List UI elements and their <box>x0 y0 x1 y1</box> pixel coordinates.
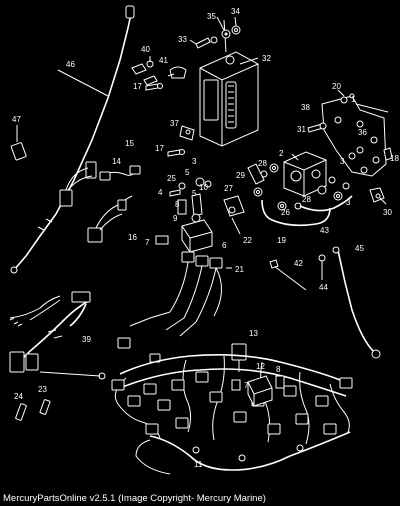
callout-46: 46 <box>66 60 75 69</box>
part-2-solenoid <box>283 151 336 197</box>
callout-43: 43 <box>320 226 329 235</box>
callout-5: 5 <box>192 189 197 198</box>
callout-15: 15 <box>125 139 134 148</box>
callout-1: 1 <box>351 95 356 104</box>
callout-11: 11 <box>194 460 203 469</box>
callout-18: 18 <box>390 154 399 163</box>
callout-37: 37 <box>170 119 179 128</box>
callout-34: 34 <box>231 7 240 16</box>
part-6-relay <box>155 219 213 253</box>
part-32-ecm-module <box>199 19 259 147</box>
callout-12: 12 <box>256 362 265 371</box>
callout-28: 28 <box>302 195 311 204</box>
parts-diagram: 1 2 3 3 3 4 5 5 6 7 7 8 8 9 10 11 12 13 … <box>9 5 399 475</box>
part-11-engine-harness <box>111 354 353 475</box>
part-29-fuse <box>247 163 265 185</box>
part-31-screw <box>307 122 327 133</box>
callout-27: 27 <box>224 184 233 193</box>
callout-31: 31 <box>297 125 306 134</box>
callout-32: 32 <box>262 54 271 63</box>
callout-33: 33 <box>178 35 187 44</box>
callout-28: 28 <box>258 159 267 168</box>
callout-3: 3 <box>340 157 345 166</box>
callout-44: 44 <box>319 283 328 292</box>
part-cables-19-43-45 <box>261 195 381 359</box>
callout-10: 10 <box>199 183 208 192</box>
part-46-long-cable <box>10 5 135 274</box>
callout-16: 16 <box>128 233 137 242</box>
part-21-connector-harness <box>117 251 232 363</box>
callout-5: 5 <box>185 168 190 177</box>
callout-39: 39 <box>82 335 91 344</box>
callout-41: 41 <box>159 56 168 65</box>
callout-26: 26 <box>281 208 290 217</box>
part-13-connector <box>231 343 247 372</box>
callout-3: 3 <box>192 157 197 166</box>
callout-23: 23 <box>38 385 47 394</box>
part-33-36-fasteners <box>189 16 241 49</box>
callout-17: 17 <box>155 144 164 153</box>
callout-7: 7 <box>145 238 150 247</box>
callout-21: 21 <box>235 265 244 274</box>
part-washers-nuts <box>253 152 368 211</box>
part-18 <box>383 147 393 161</box>
callout-38: 38 <box>301 103 310 112</box>
callout-9: 9 <box>173 214 178 223</box>
callout-45: 45 <box>355 244 364 253</box>
callout-2: 2 <box>279 149 284 158</box>
callout-20: 20 <box>332 82 341 91</box>
copyright-caption: MercuryPartsOnline v2.5.1 (Image Copyrig… <box>3 493 266 504</box>
callout-19: 19 <box>277 236 286 245</box>
callout-3: 3 <box>346 198 351 207</box>
part-23-24-pins <box>15 399 51 421</box>
callout-22: 22 <box>243 236 252 245</box>
callout-40: 40 <box>141 45 150 54</box>
callout-7: 7 <box>244 381 249 390</box>
callout-8: 8 <box>175 200 180 209</box>
callout-30: 30 <box>383 208 392 217</box>
part-40-41-clips <box>131 56 187 86</box>
part-42-44-bolts <box>269 254 326 291</box>
callout-8: 8 <box>276 365 281 374</box>
callout-14: 14 <box>112 157 121 166</box>
callout-4: 4 <box>158 188 163 197</box>
callout-36: 36 <box>358 128 367 137</box>
callout-42: 42 <box>294 259 303 268</box>
part-fasteners-4-5-8-9 <box>169 177 212 223</box>
callout-17: 17 <box>133 82 142 91</box>
callout-6: 6 <box>222 241 227 250</box>
callout-29: 29 <box>236 171 245 180</box>
callout-25: 25 <box>167 174 176 183</box>
callout-47: 47 <box>12 115 21 124</box>
part-39-harness <box>9 291 106 380</box>
part-37-clip <box>179 125 195 141</box>
part-14-16-small-harness <box>59 161 141 243</box>
callout-24: 24 <box>14 392 23 401</box>
part-22-fuse-holder <box>223 195 245 235</box>
part-30-terminal <box>369 187 387 205</box>
part-47-connector <box>10 125 27 161</box>
part-bracket-plate <box>321 89 389 177</box>
callout-labels: 1 2 3 3 3 4 5 5 6 7 7 8 8 9 10 11 12 13 … <box>12 7 399 469</box>
part-17-screws <box>145 83 185 157</box>
callout-13: 13 <box>249 329 258 338</box>
callout-35: 35 <box>207 12 216 21</box>
part-lower-relay-7-8 <box>231 375 285 407</box>
